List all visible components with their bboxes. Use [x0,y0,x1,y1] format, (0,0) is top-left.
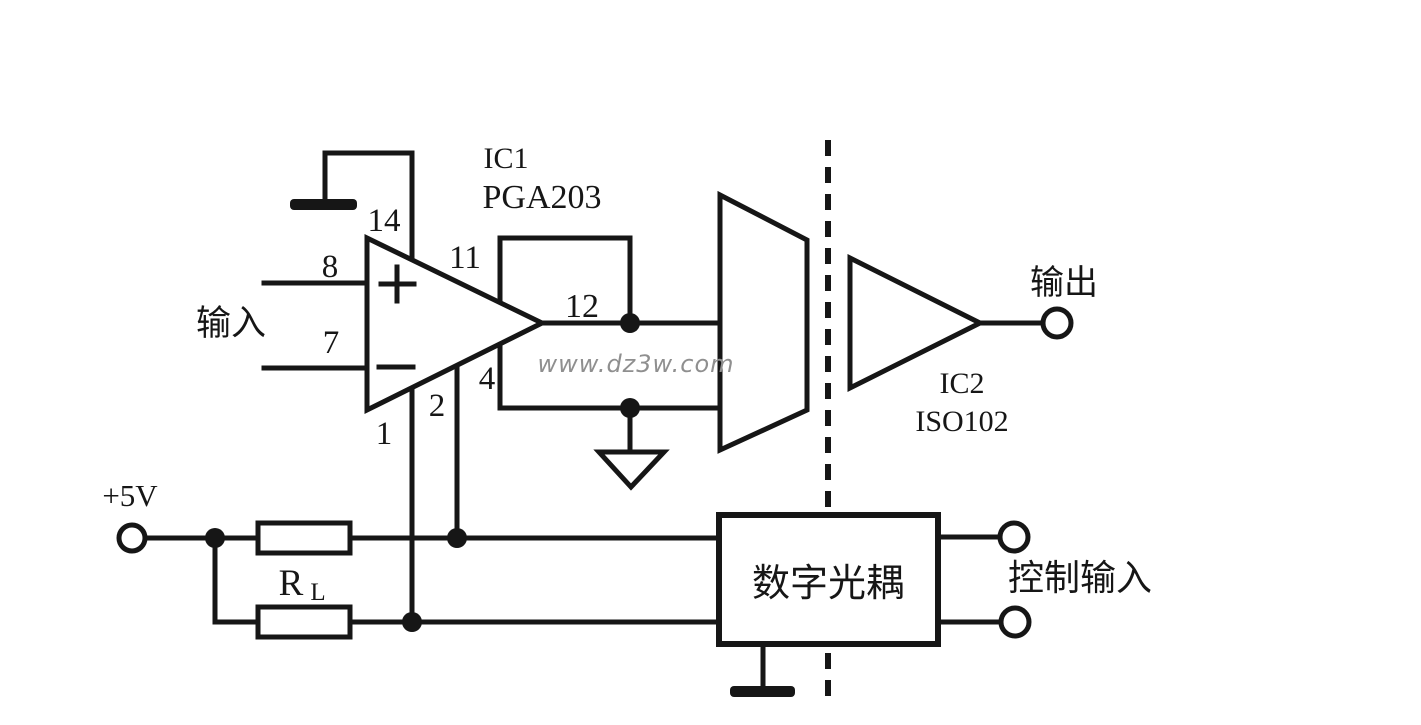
ground1-bar-icon [290,199,357,210]
optocoupler-box [716,512,941,647]
pin-label-4: 4 [479,361,496,397]
output-terminal [1040,306,1074,340]
ic2-buffer-triangle [847,253,986,393]
junction-dot [205,528,225,548]
ground2-triangle-icon [593,449,670,491]
control-input-label: 控制输入 [1008,558,1152,599]
supply-voltage-label: +5V [102,478,158,513]
junction-dot [620,398,640,418]
control-bottom-terminal [998,605,1032,639]
load-resistor-label: R [279,563,304,604]
pin-label-7: 7 [323,325,340,361]
junction-dot [620,313,640,333]
resistor-bottom [255,604,353,640]
watermark: www.dz3w.com [537,350,734,378]
input-label: 输入 [196,304,266,344]
feedback-wire [497,235,633,326]
junction-dot [447,528,467,548]
pin-label-2: 2 [429,388,446,424]
ic1-part-number: PGA203 [482,179,601,216]
junction-dot [402,612,422,632]
ic2-designator: IC2 [940,367,985,400]
resistor-top [255,520,353,556]
supply-terminal [116,522,148,554]
ground1-wire [322,150,415,203]
pin-label-8: 8 [322,249,339,285]
coupling-trapezoid [717,190,810,454]
load-resistor-subscript: L [310,579,325,606]
optocoupler-label: 数字光耦 [752,561,904,605]
ground3-bar-icon [730,686,795,697]
pin-label-12: 12 [565,288,599,325]
control-top-terminal [997,520,1031,554]
pin-label-1: 1 [376,416,393,452]
pin-label-11: 11 [449,240,481,276]
pin-label-14: 14 [368,203,401,239]
ic1-designator: IC1 [484,142,529,175]
ic2-part-number: ISO102 [915,405,1008,438]
output-label: 输出 [1030,263,1098,303]
